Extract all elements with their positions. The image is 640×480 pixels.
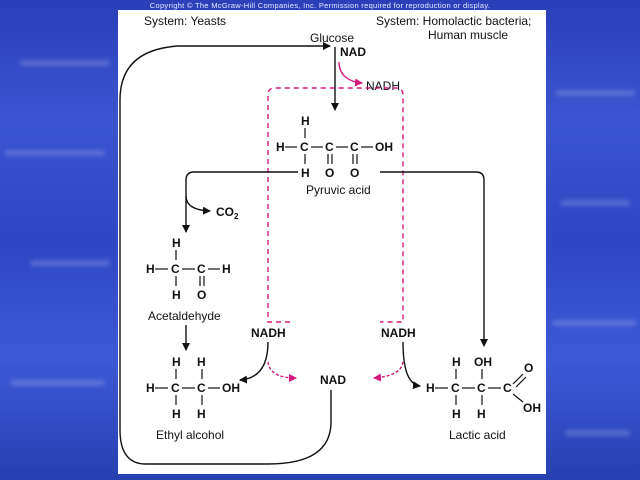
atom-c: C <box>197 381 206 395</box>
nad-bottom-label: NAD <box>320 373 346 387</box>
background-streak <box>30 260 110 266</box>
nadh-right-to-lactate-arrow <box>402 341 421 390</box>
atom-oh: OH <box>222 381 240 395</box>
copyright-notice: Copyright © The McGraw-Hill Companies, I… <box>149 1 491 10</box>
system-label-muscle: Human muscle <box>428 28 508 42</box>
atom-o: O <box>350 166 359 180</box>
atom-h: H <box>172 288 181 302</box>
system-label-bacteria: System: Homolactic bacteria; <box>376 14 531 28</box>
acetaldehyde-structure: H H C C H H O <box>146 236 231 302</box>
glucose-label: Glucose <box>310 31 354 45</box>
background-streak <box>555 90 635 96</box>
atom-o: O <box>197 288 206 302</box>
nadh-right-oxidation-arrow <box>373 361 404 382</box>
background-streak <box>10 380 105 386</box>
ethyl-alcohol-structure: H H H C C OH H H <box>146 355 240 421</box>
lactic-acid-structure: H OH O H C C C OH H H <box>426 355 541 421</box>
lactate-reduction-arrow <box>380 171 488 347</box>
nad-top-label: NAD <box>340 45 366 59</box>
ethyl-alcohol-label: Ethyl alcohol <box>156 428 224 442</box>
atom-h: H <box>172 407 181 421</box>
atom-h: H <box>146 381 155 395</box>
nadh-transfer-dashed-path <box>267 87 404 323</box>
atom-h: H <box>172 355 181 369</box>
co2-label: CO2 <box>216 205 239 221</box>
background-streak <box>565 430 630 436</box>
atom-h: H <box>172 236 181 250</box>
diagram-panel: System: Yeasts System: Homolactic bacter… <box>118 10 546 474</box>
atom-o: O <box>524 361 533 375</box>
background-streak <box>560 200 630 206</box>
atom-c: C <box>197 262 206 276</box>
atom-h: H <box>452 355 461 369</box>
atom-c: C <box>451 381 460 395</box>
atom-h: H <box>301 114 310 128</box>
atom-h: H <box>197 355 206 369</box>
atom-c: C <box>171 381 180 395</box>
atom-c: C <box>325 140 334 154</box>
atom-oh: OH <box>523 401 541 415</box>
co2-release-arrow <box>185 195 211 215</box>
nadh-left-label: NADH <box>251 326 286 340</box>
atom-h: H <box>222 262 231 276</box>
atom-o: O <box>325 166 334 180</box>
atom-h: H <box>197 407 206 421</box>
atom-h: H <box>276 140 285 154</box>
atom-h: H <box>146 262 155 276</box>
nadh-left-to-ethanol-arrow <box>239 341 269 384</box>
background-streak <box>552 320 637 326</box>
pyruvic-acid-label: Pyruvic acid <box>306 183 371 197</box>
atom-c: C <box>171 262 180 276</box>
atom-oh: OH <box>474 355 492 369</box>
atom-c: C <box>477 381 486 395</box>
lactic-acid-label: Lactic acid <box>449 428 506 442</box>
nadh-right-label: NADH <box>381 326 416 340</box>
pyruvic-acid-structure: H H C C C OH H O O <box>276 114 393 180</box>
system-label-yeasts: System: Yeasts <box>144 14 226 28</box>
fermentation-diagram: System: Yeasts System: Homolactic bacter… <box>119 14 541 465</box>
atom-oh: OH <box>375 140 393 154</box>
background-streak <box>5 150 105 156</box>
nad-recycle-arrow <box>119 42 332 465</box>
atom-h: H <box>452 407 461 421</box>
atom-h: H <box>477 407 486 421</box>
atom-c: C <box>503 381 512 395</box>
nadh-left-oxidation-arrow <box>267 361 297 382</box>
decarboxylation-arrow <box>182 171 298 233</box>
atom-c: C <box>300 140 309 154</box>
atom-h: H <box>301 166 310 180</box>
nad-reduction-arrow <box>338 61 363 87</box>
acetaldehyde-label: Acetaldehyde <box>148 309 221 323</box>
background-streak <box>20 60 110 66</box>
atom-h: H <box>426 381 435 395</box>
atom-c: C <box>350 140 359 154</box>
nadh-top-label: NADH <box>366 79 400 93</box>
